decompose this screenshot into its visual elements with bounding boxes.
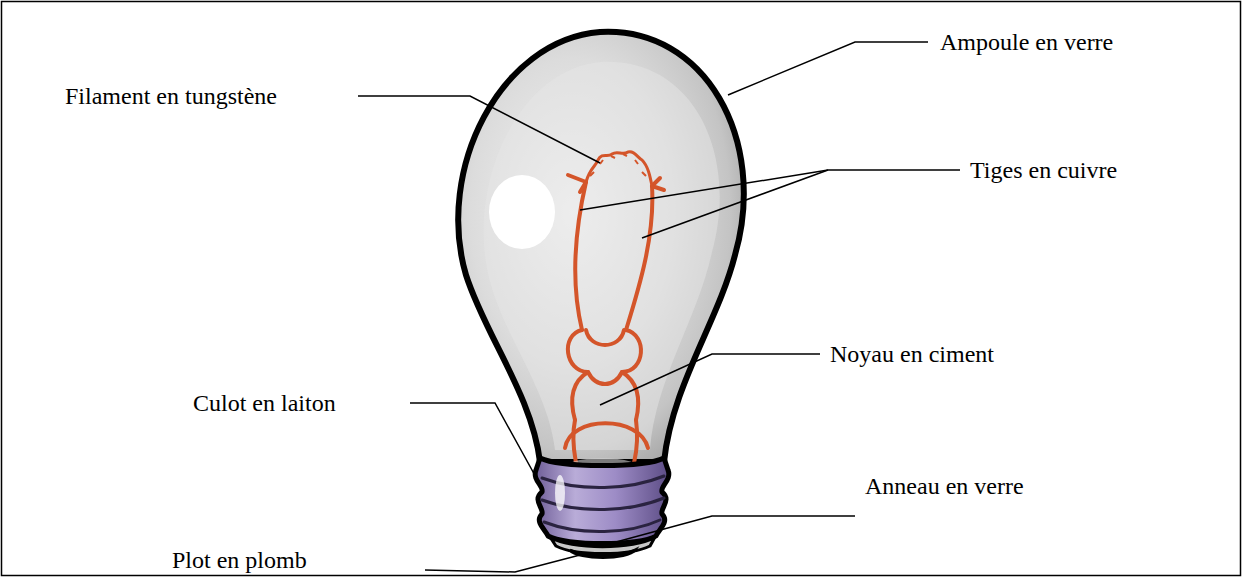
part-label: Anneau en verre	[865, 472, 1024, 500]
tungsten-filament	[586, 152, 652, 186]
copper-stems	[565, 175, 664, 490]
part-label: Plot en plomb	[172, 546, 307, 574]
part-label: Tiges en cuivre	[970, 156, 1117, 184]
part-label: Ampoule en verre	[940, 28, 1113, 56]
lead-contact	[570, 550, 635, 558]
base-threads	[542, 476, 664, 532]
highlight	[489, 175, 555, 249]
part-label: Culot en laiton	[193, 389, 336, 417]
glass-bulb	[458, 32, 744, 462]
part-label: Filament en tungstène	[65, 82, 277, 110]
glass-inner	[484, 62, 720, 450]
brass-base	[535, 458, 669, 544]
glass-ring	[550, 537, 655, 554]
base-highlight	[555, 475, 565, 511]
part-label: Noyau en ciment	[830, 340, 994, 368]
filament-coils	[590, 154, 646, 176]
